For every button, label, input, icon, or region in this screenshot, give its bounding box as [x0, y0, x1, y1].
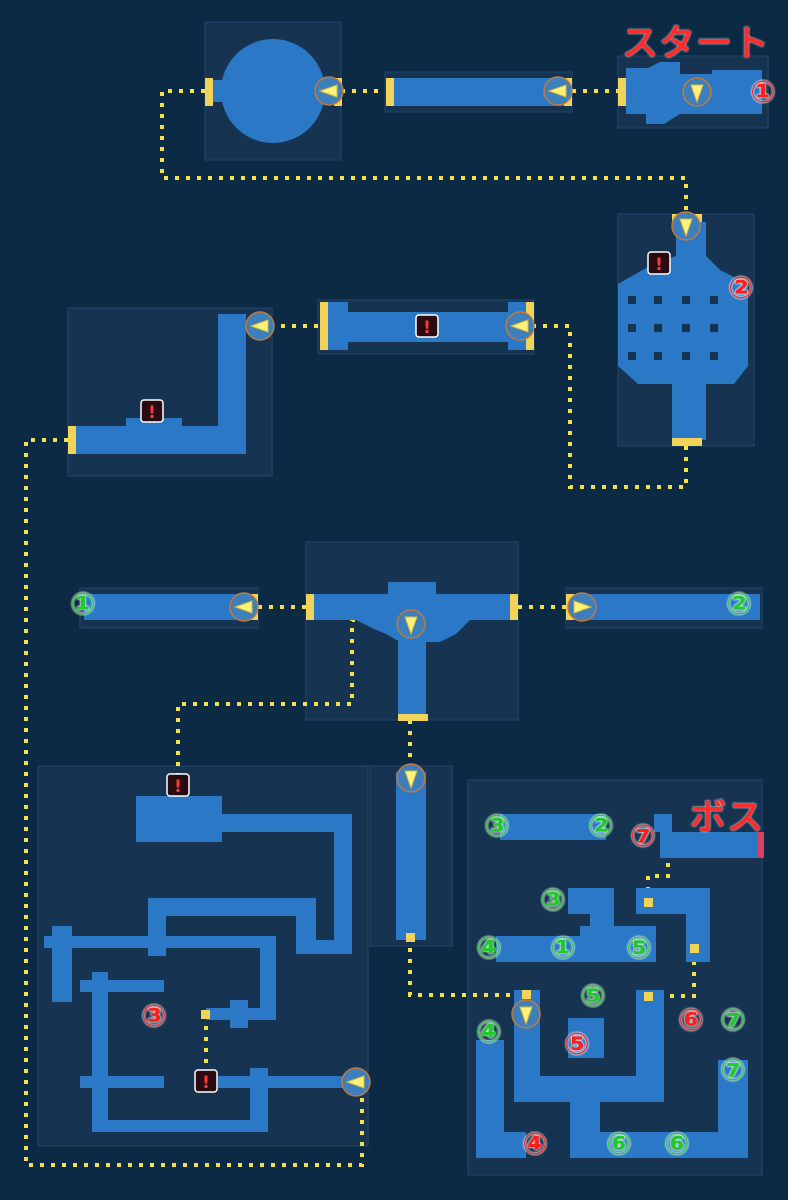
start-title: スタート	[622, 23, 771, 64]
arrow-marker-icon	[567, 592, 597, 622]
green-marker-5b: ⑤	[580, 979, 606, 1014]
red-marker-5: ⑤	[564, 1027, 590, 1062]
green-marker-2: ②	[726, 587, 752, 622]
green-marker-4: ④	[476, 931, 502, 966]
arrow-marker-icon	[682, 77, 712, 107]
arrow-marker-icon	[396, 763, 426, 793]
red-marker-6: ⑥	[678, 1003, 704, 1038]
arrow-markers	[229, 76, 712, 1097]
green-marker-7b: ⑦	[720, 1053, 746, 1088]
boss-title: ボス	[690, 797, 765, 838]
alert-icon	[166, 773, 190, 798]
green-marker-6: ⑥	[606, 1127, 632, 1162]
arrow-marker-icon	[511, 999, 541, 1029]
arrow-marker-icon	[245, 311, 275, 341]
arrow-marker-icon	[229, 592, 259, 622]
arrow-marker-icon	[396, 609, 426, 639]
green-marker-7: ⑦	[720, 1003, 746, 1038]
green-marker-3b: ③	[540, 883, 566, 918]
alert-icon	[194, 1069, 218, 1094]
arrow-marker-icon	[314, 76, 344, 106]
arrow-marker-icon	[505, 311, 535, 341]
alert-icon	[415, 314, 439, 339]
green-marker-3: ③	[484, 809, 510, 844]
green-marker-4b: ④	[476, 1015, 502, 1050]
green-marker-2b: ②	[588, 809, 614, 844]
green-marker-1b: ①	[550, 931, 576, 966]
red-marker-2: ②	[728, 271, 754, 306]
arrow-marker-icon	[543, 76, 573, 106]
alert-icon	[647, 251, 671, 276]
red-marker-1: ①	[750, 75, 776, 110]
red-marker-4: ④	[522, 1127, 548, 1162]
arrow-marker-icon	[671, 211, 701, 241]
green-marker-5: ⑤	[626, 931, 652, 966]
green-marker-6b: ⑥	[664, 1127, 690, 1162]
alert-icon	[140, 399, 164, 424]
red-marker-7: ⑦	[630, 819, 656, 854]
arrow-marker-icon	[341, 1067, 371, 1097]
red-marker-3: ③	[141, 999, 167, 1034]
green-marker-1: ①	[70, 587, 96, 622]
